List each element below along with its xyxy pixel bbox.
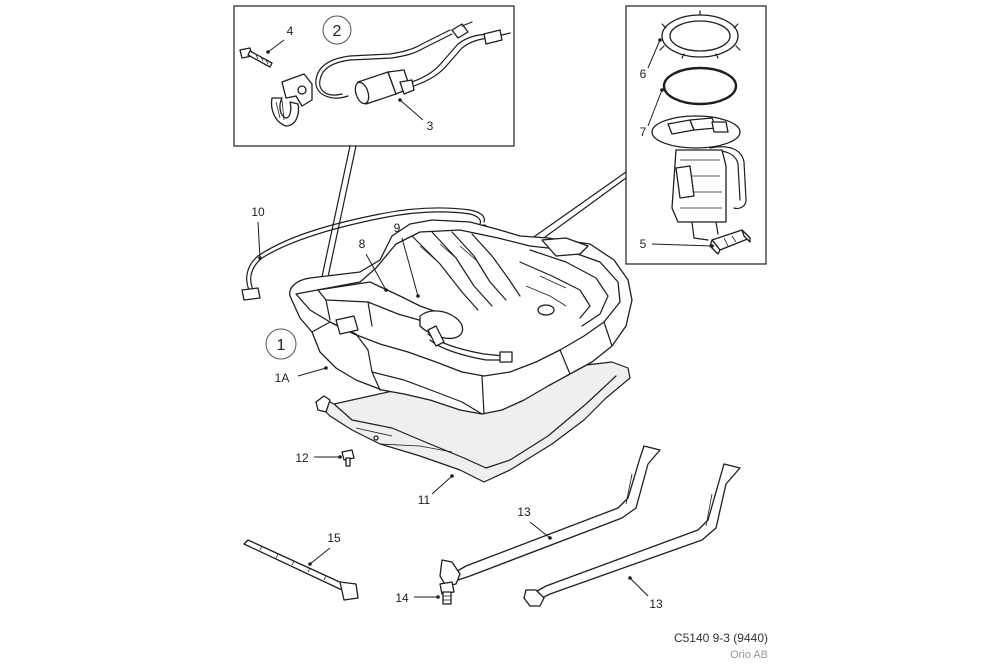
label-12: 12 <box>295 451 309 465</box>
label-13-front: 13 <box>517 505 531 519</box>
callout-circle-1 <box>265 328 297 360</box>
detail-box-fuel-filter: 2 4 3 <box>233 5 515 147</box>
seal-ring-part-7 <box>662 66 738 106</box>
bolt-part-14: 14 <box>395 581 455 605</box>
label-7: 7 <box>640 125 647 139</box>
lock-ring-part-6 <box>659 10 741 59</box>
label-6: 6 <box>640 67 647 81</box>
label-4: 4 <box>287 24 294 38</box>
clamp-bracket <box>270 73 313 127</box>
fuel-pump-module <box>651 115 747 241</box>
sensor-wire-part-10: 10 <box>241 205 488 301</box>
label-5: 5 <box>640 237 647 251</box>
fuel-tank-part-1 <box>289 219 633 415</box>
label-14: 14 <box>395 591 409 605</box>
cable-tie-part-15: 15 <box>243 531 359 601</box>
strap-labels: 13 13 <box>517 505 663 611</box>
connector-part-5 <box>709 229 751 255</box>
callout-circle-2 <box>322 15 352 45</box>
label-15: 15 <box>327 531 341 545</box>
tank-labels: 8 9 1 1A 11 <box>265 221 454 507</box>
label-8: 8 <box>359 237 366 251</box>
label-13-rear: 13 <box>649 597 663 611</box>
screw-part-12: 12 <box>295 449 355 467</box>
label-3: 3 <box>427 119 434 133</box>
label-9: 9 <box>394 221 401 235</box>
fuel-filter-part-3 <box>315 21 511 105</box>
diagram-reference: C5140 9-3 (9440) <box>674 631 768 645</box>
label-11: 11 <box>418 493 431 507</box>
publisher-name: Orio AB <box>730 649 768 661</box>
bolt-part-4 <box>239 47 273 68</box>
detail-box-fuel-pump: 6 7 5 <box>625 5 767 265</box>
callout-number-2: 2 <box>333 23 342 40</box>
tank-strap-front <box>439 445 661 587</box>
callout-number-1: 1 <box>277 337 286 354</box>
label-1a: 1A <box>275 371 290 385</box>
tank-strap-rear <box>523 463 741 607</box>
label-10: 10 <box>251 205 265 219</box>
